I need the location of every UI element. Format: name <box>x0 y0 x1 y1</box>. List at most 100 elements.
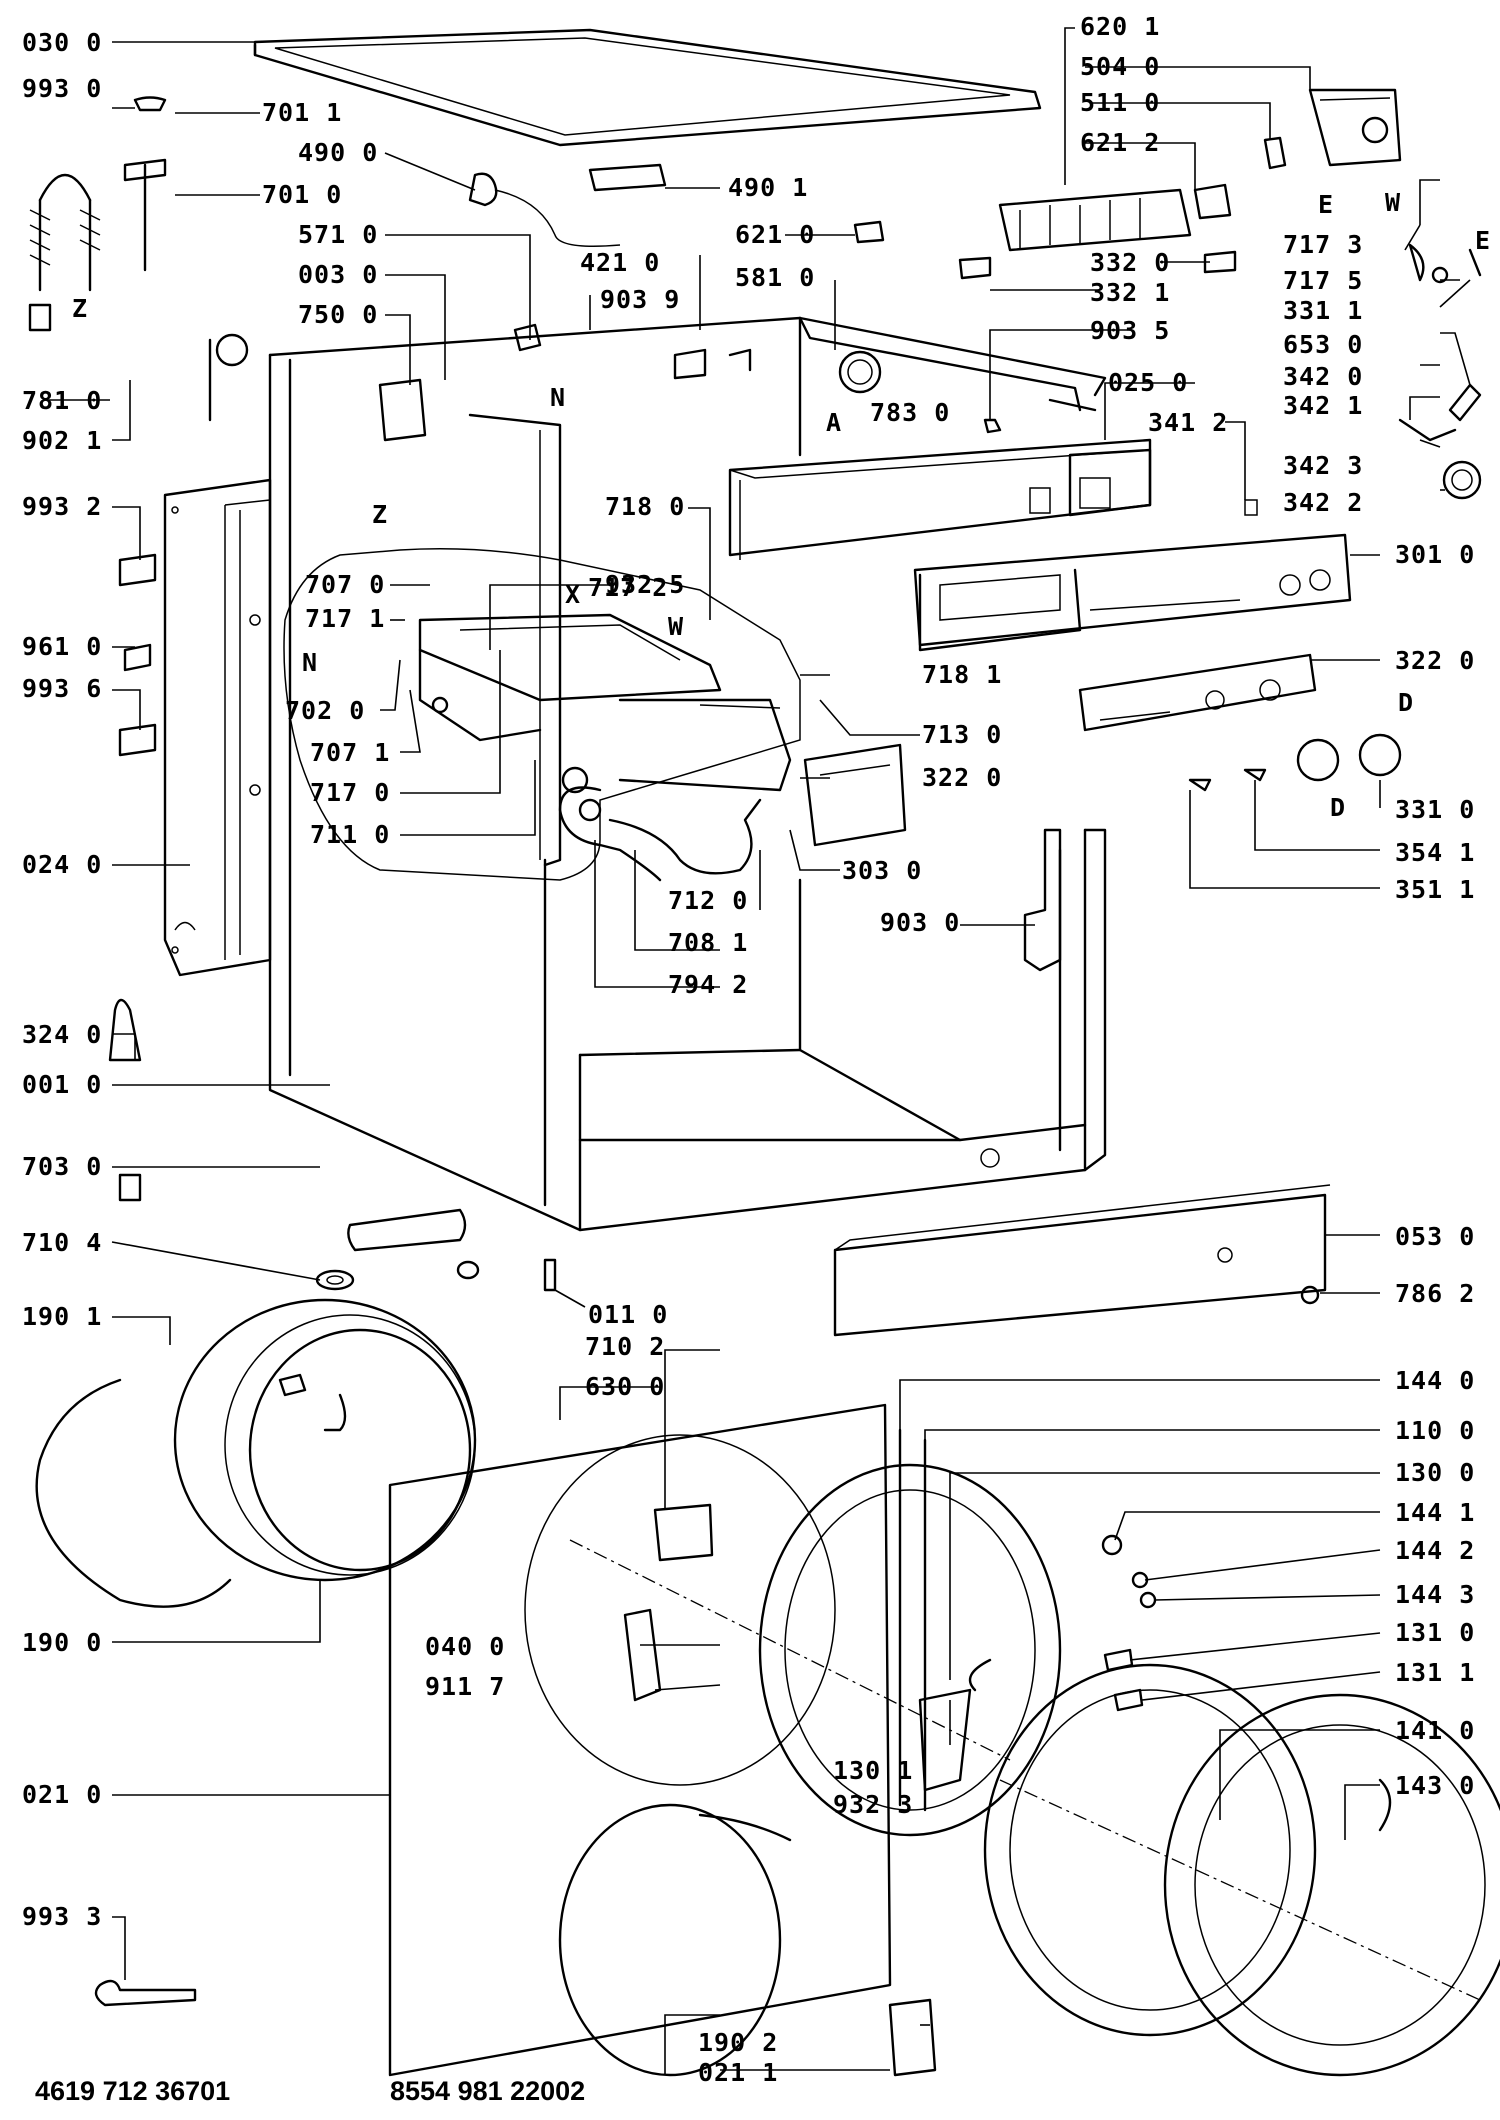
tub-drawing <box>35 1298 477 1608</box>
hose-drawing <box>315 1208 557 1292</box>
part-label: 712 0 <box>668 886 749 915</box>
part-label: 024 0 <box>22 850 103 879</box>
door-frame-drawing <box>758 1428 1157 1837</box>
part-label: 902 1 <box>22 426 103 455</box>
part-label: 342 1 <box>1283 391 1364 420</box>
part-label: 511 0 <box>1080 88 1161 117</box>
part-label: 783 0 <box>870 398 951 427</box>
part-label: 701 0 <box>262 180 343 209</box>
letter-callout: W <box>1385 188 1402 217</box>
back-panel-drawing <box>163 478 272 977</box>
control-back-panel-drawing <box>728 438 1152 560</box>
letter-callout: N <box>550 383 567 412</box>
part-label: 354 1 <box>1395 838 1476 867</box>
part-label: 961 0 <box>22 632 103 661</box>
part-label: 190 0 <box>22 1628 103 1657</box>
part-label: 021 0 <box>22 1780 103 1809</box>
part-label: 144 3 <box>1395 1580 1476 1609</box>
part-label: 322 0 <box>922 763 1003 792</box>
part-label: 011 0 <box>588 1300 669 1329</box>
leader-lines <box>45 27 1471 2075</box>
part-label: 025 0 <box>1108 368 1189 397</box>
part-label: 130 0 <box>1395 1458 1476 1487</box>
part-label: 131 0 <box>1395 1618 1476 1647</box>
part-label: 932 5 <box>605 570 686 599</box>
part-label: 342 0 <box>1283 362 1364 391</box>
part-label: 707 0 <box>305 570 386 599</box>
part-label: 351 1 <box>1395 875 1476 904</box>
part-label: 621 2 <box>1080 128 1161 157</box>
part-label: 794 2 <box>668 970 749 999</box>
letter-callout: A <box>826 408 843 437</box>
part-label: 911 7 <box>425 1672 506 1701</box>
letter-callout: N <box>302 648 319 677</box>
part-label: 190 2 <box>698 2028 779 2057</box>
letter-callout: W <box>668 612 685 641</box>
part-label: 322 0 <box>1395 646 1476 675</box>
letter-callout: X <box>565 580 582 609</box>
programmer-drawing <box>998 88 1482 284</box>
part-label: 653 0 <box>1283 330 1364 359</box>
part-label: 620 1 <box>1080 12 1161 41</box>
part-label: 301 0 <box>1395 540 1476 569</box>
part-label: 332 1 <box>1090 278 1171 307</box>
part-label: 141 0 <box>1395 1716 1476 1745</box>
part-label: 710 4 <box>22 1228 103 1257</box>
part-label: 571 0 <box>298 220 379 249</box>
part-label: 003 0 <box>298 260 379 289</box>
part-label: 630 0 <box>585 1372 666 1401</box>
letter-callout: D <box>1330 793 1347 822</box>
dispenser-outline-drawing <box>283 548 907 882</box>
part-label: 131 1 <box>1395 1658 1476 1687</box>
part-label: 717 3 <box>1283 230 1364 259</box>
part-label: 490 0 <box>298 138 379 167</box>
part-label: 703 0 <box>22 1152 103 1181</box>
part-label: 504 0 <box>1080 52 1161 81</box>
part-label: 993 6 <box>22 674 103 703</box>
letter-callout: Z <box>372 500 389 529</box>
part-label: 040 0 <box>425 1632 506 1661</box>
part-label: 701 1 <box>262 98 343 127</box>
part-label: 421 0 <box>580 248 661 277</box>
part-label: 030 0 <box>22 28 103 57</box>
part-label: 717 1 <box>305 604 386 633</box>
part-label: 903 9 <box>600 285 681 314</box>
part-label: 903 5 <box>1090 316 1171 345</box>
part-label: 717 5 <box>1283 266 1364 295</box>
part-label: 144 2 <box>1395 1536 1476 1565</box>
part-label: 001 0 <box>22 1070 103 1099</box>
part-label: 110 0 <box>1395 1416 1476 1445</box>
switch-panel-drawing <box>1078 653 1317 732</box>
part-label: 324 0 <box>22 1020 103 1049</box>
part-label: 707 1 <box>310 738 391 767</box>
part-label: 331 1 <box>1283 296 1364 325</box>
part-label: 144 1 <box>1395 1498 1476 1527</box>
part-label: 702 0 <box>285 696 366 725</box>
part-label: 130 1 <box>833 1756 914 1785</box>
letter-callout: D <box>1398 688 1415 717</box>
knobs-drawing <box>1188 383 1482 792</box>
part-label: 718 1 <box>922 660 1003 689</box>
part-label: 750 0 <box>298 300 379 329</box>
part-label: 581 0 <box>735 263 816 292</box>
part-label: 143 0 <box>1395 1771 1476 1800</box>
letter-callout: E <box>1318 190 1335 219</box>
part-label: 717 0 <box>310 778 391 807</box>
part-label: 718 0 <box>605 492 686 521</box>
part-label: 993 2 <box>22 492 103 521</box>
part-label: 332 0 <box>1090 248 1171 277</box>
part-label: 144 0 <box>1395 1366 1476 1395</box>
part-label: 190 1 <box>22 1302 103 1331</box>
part-label: 708 1 <box>668 928 749 957</box>
part-label: 490 1 <box>728 173 809 202</box>
part-label: 781 0 <box>22 386 103 415</box>
part-label: 711 0 <box>310 820 391 849</box>
bottom-parts-drawing <box>94 553 937 2077</box>
front-panel-drawing <box>388 1403 1011 2077</box>
side-panel-drawing <box>468 413 562 867</box>
drawing-code-left: 4619 712 36701 <box>35 2076 231 2106</box>
part-label: 993 3 <box>22 1902 103 1931</box>
part-label: 053 0 <box>1395 1222 1476 1251</box>
